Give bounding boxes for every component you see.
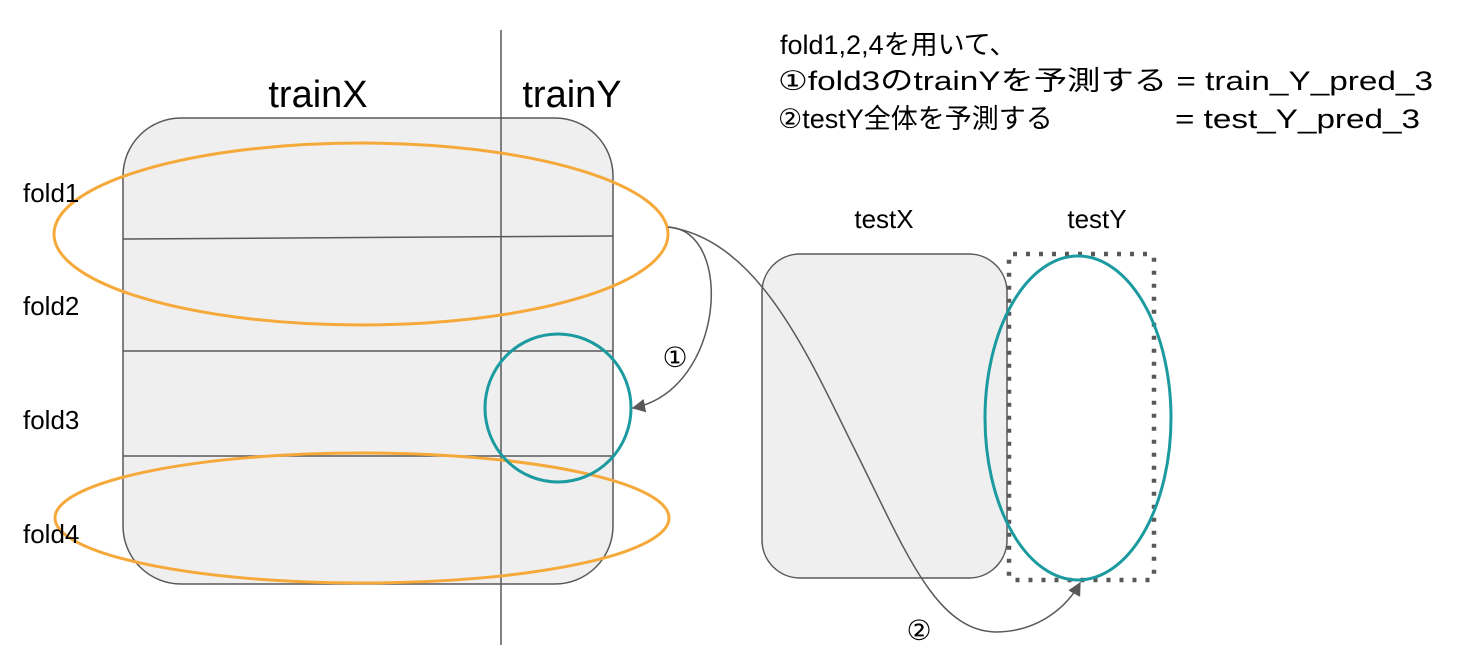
arrow-step2 [667,226,1081,633]
instruction-line-2: ①fold3のtrainYを予測する = train_Y_pred_3 [778,66,1433,96]
instruction-line-3-right: = test_Y_pred_3 [1175,104,1420,134]
test-y-header: testY [1067,204,1126,234]
arrow-step1 [631,226,713,413]
fold1-2-orange-ellipse [52,141,670,327]
test-y-dotted-box [1006,251,1157,583]
fold3-train-y-teal-circle [483,332,633,484]
test-x-header: testX [854,204,913,234]
fold-label-3: fold3 [23,405,79,435]
fold-label-4: fold4 [23,519,79,549]
test-x-box [761,253,1008,579]
fold-divider-1 [122,235,614,240]
fold4-orange-ellipse [53,451,671,585]
test-y-teal-ellipse [983,254,1173,582]
instruction-line-1: fold1,2,4を用いて、 [780,30,1016,60]
step2-marker: ② [906,615,931,646]
step1-marker: ① [662,342,687,373]
fold-label-1: fold1 [23,178,79,208]
fold-label-2: fold2 [23,291,79,321]
train-x-header: trainX [268,74,367,116]
instruction-line-3-left: ②testY全体を予測する [778,104,1053,134]
train-y-header: trainY [522,74,621,116]
